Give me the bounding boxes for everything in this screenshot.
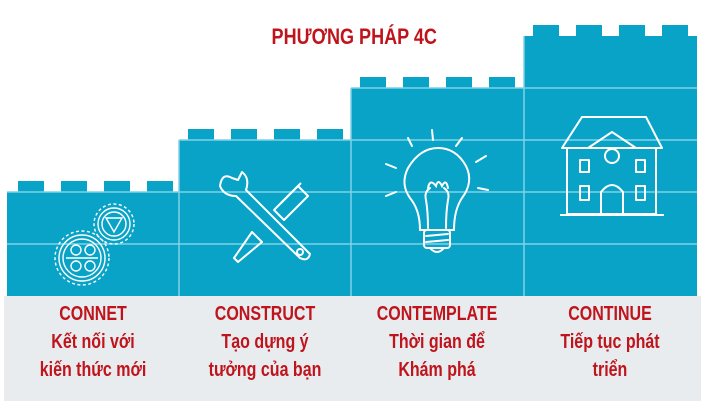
step-block-contemplate <box>351 77 524 296</box>
step-desc-line1: Tiếp tục phát <box>560 331 660 353</box>
house-icon <box>560 116 664 216</box>
step-desc-line1: Thời gian để <box>389 331 485 353</box>
step-name: CONNET <box>59 303 127 325</box>
step-label-connet: CONNET Kết nối với kiến thức mới <box>7 300 179 384</box>
lightbulb-icon <box>385 129 489 253</box>
step-desc-line1: Tạo dựng ý <box>221 331 309 353</box>
step-name: CONSTRUCT <box>214 303 316 325</box>
step-desc-line2: triển <box>592 359 628 381</box>
grid-lines <box>7 36 697 296</box>
step-desc-line2: tưởng của bạn <box>208 359 322 381</box>
step-block-continue <box>524 25 697 296</box>
step-name: CONTEMPLATE <box>376 303 498 325</box>
step-label-continue: CONTINUE Tiếp tục phát triển <box>524 300 696 384</box>
step-desc-line2: kiến thức mới <box>39 359 147 381</box>
step-desc-line1: Kết nối với <box>51 331 135 353</box>
step-label-construct: CONSTRUCT Tạo dựng ý tưởng của bạn <box>179 300 351 384</box>
gears-icon <box>54 203 135 286</box>
step-name: CONTINUE <box>568 303 652 325</box>
wrench-pencil-icon <box>219 171 311 263</box>
step-desc-line2: Khám phá <box>398 359 476 381</box>
diagram-title: PHƯƠNG PHÁP 4C <box>271 24 437 49</box>
step-label-contemplate: CONTEMPLATE Thời gian để Khám phá <box>351 300 523 384</box>
labels-band <box>4 296 701 401</box>
step-block-construct <box>179 129 351 296</box>
staircase-blocks <box>7 25 697 296</box>
